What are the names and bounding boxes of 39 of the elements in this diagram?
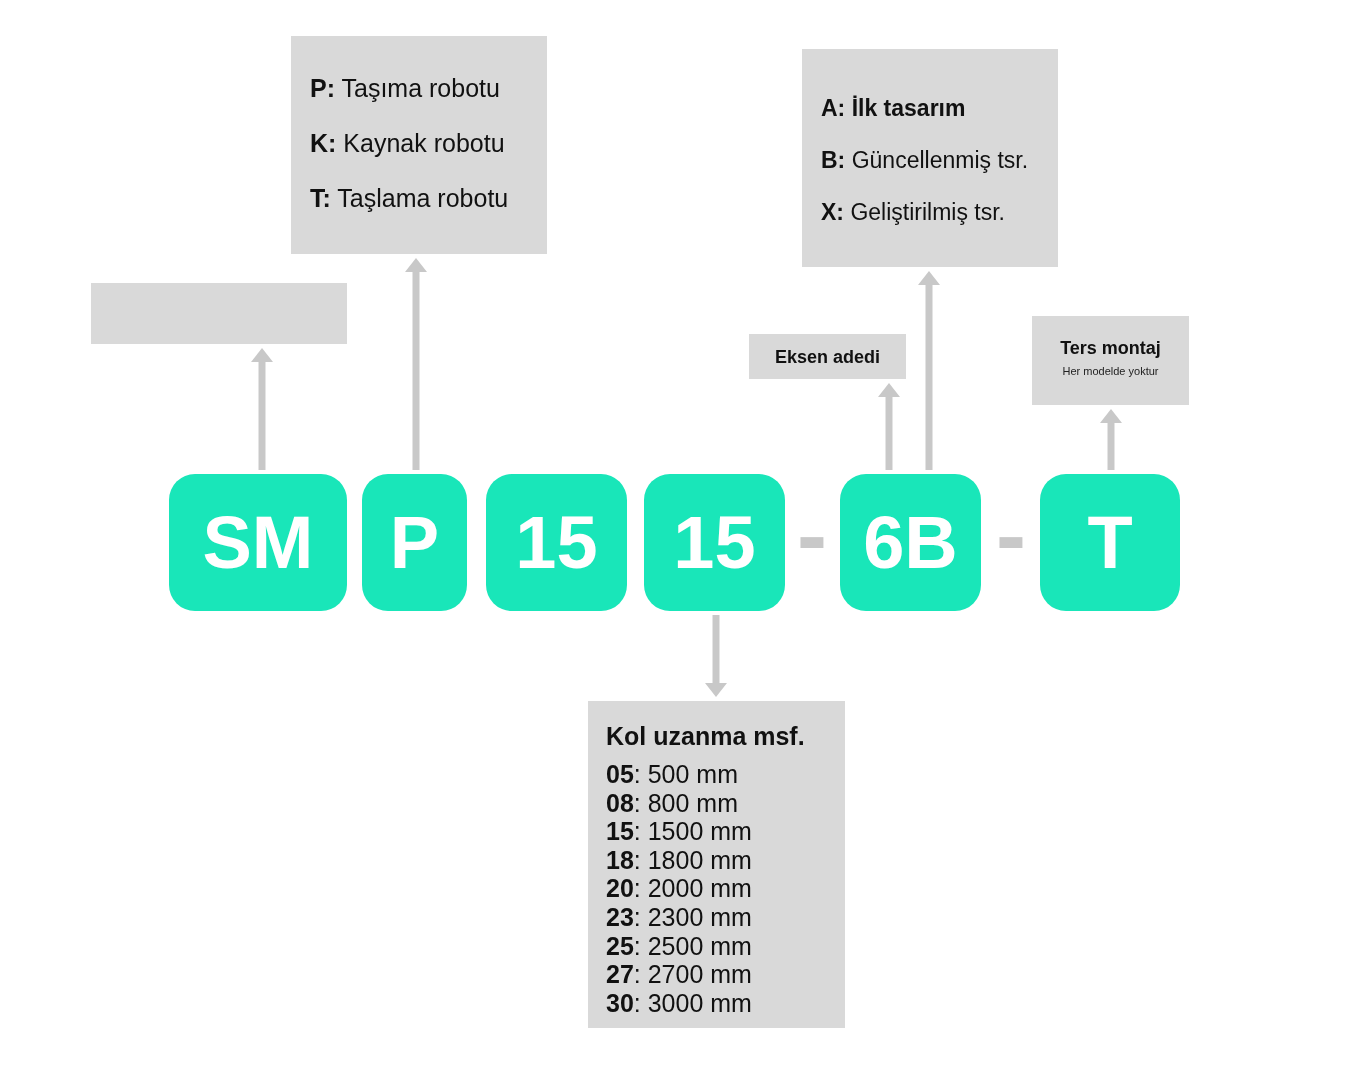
list-row-text: 27: 2700 mm — [606, 960, 752, 989]
heading-text: Ters montaj — [1060, 337, 1161, 360]
option-text: X: Geliştirilmiş tsr. — [821, 198, 1005, 227]
option-text: B: Güncellenmiş tsr. — [821, 146, 1029, 175]
separator-dash: - — [798, 537, 826, 549]
note-text: Her modelde yoktur — [1062, 364, 1159, 378]
description-panel — [291, 36, 547, 254]
blank-panel — [91, 283, 347, 344]
list-row-text: 20: 2000 mm — [606, 874, 752, 903]
list-row-text: 25: 2500 mm — [606, 931, 752, 961]
code-text: 6B — [863, 502, 958, 583]
option-text: T: Taşlama robotu — [310, 183, 509, 213]
code-tile — [169, 474, 347, 611]
description-panel — [802, 49, 1058, 267]
code-tile — [840, 474, 981, 611]
list-row-text: 30: 3000 mm — [606, 988, 752, 1018]
list-row-text: 08: 800 mm — [606, 788, 738, 818]
list-row-text: 15: 1500 mm — [606, 817, 752, 846]
label-text: Eksen adedi — [774, 345, 880, 369]
code-text: T — [1087, 502, 1133, 583]
label-panel — [749, 334, 906, 379]
code-text: SM — [202, 502, 314, 583]
code-text: 15 — [515, 502, 598, 583]
heading-text: Kol uzanma msf. — [606, 721, 805, 751]
list-row-text: 05: 500 mm — [606, 760, 738, 789]
code-text: P — [389, 502, 440, 583]
label-panel — [1032, 316, 1189, 405]
code-text: 15 — [673, 502, 756, 583]
option-text: P: Taşıma robotu — [310, 73, 500, 103]
list-row-text: 18: 1800 mm — [606, 845, 752, 875]
description-panel — [588, 701, 845, 1028]
option-text: A: İlk tasarım — [821, 94, 966, 123]
code-tile — [644, 474, 785, 611]
code-tile — [362, 474, 467, 611]
code-tile — [486, 474, 627, 611]
code-tile — [1040, 474, 1180, 611]
separator-dash: - — [997, 537, 1025, 549]
list-row-text: 23: 2300 mm — [606, 902, 752, 932]
option-text: K: Kaynak robotu — [310, 128, 505, 158]
